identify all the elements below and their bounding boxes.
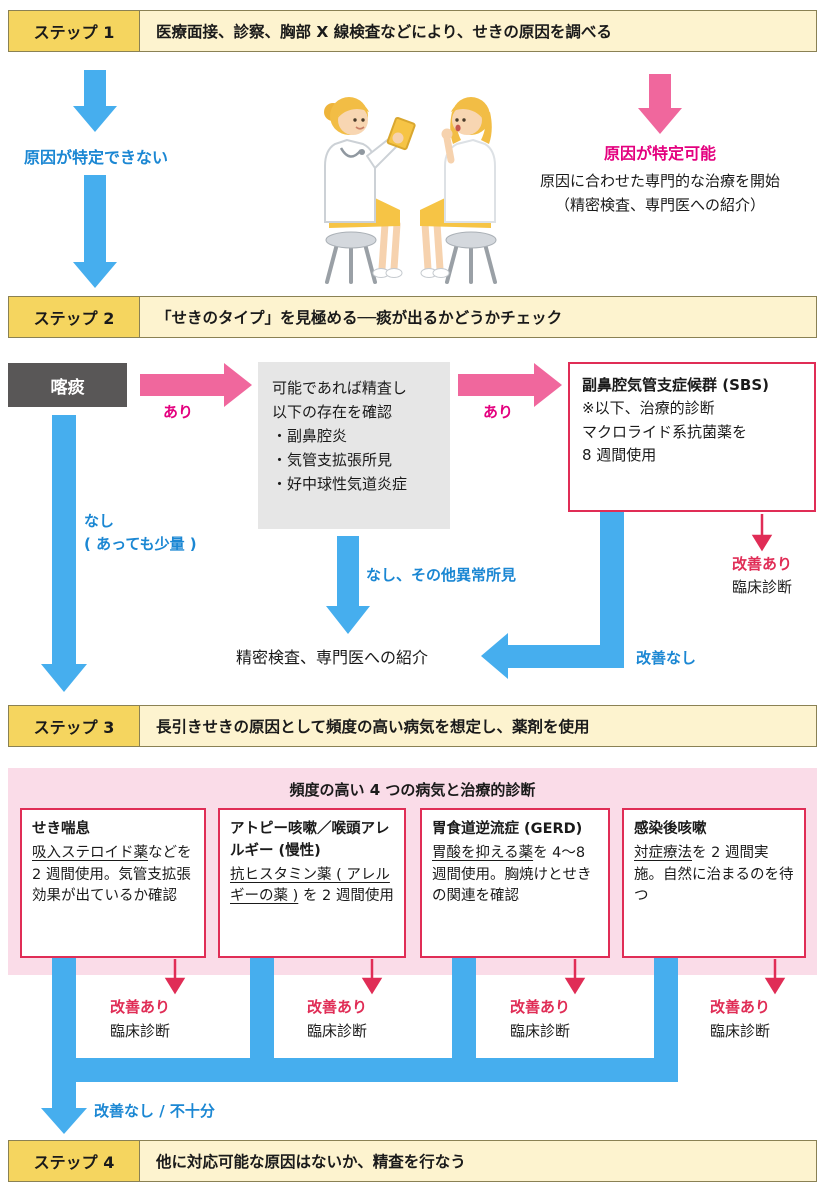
arrow-down-sputum-none <box>41 415 87 692</box>
cause-unknown-label: 原因が特定できない <box>23 148 168 167</box>
sbs-not-improved-label: 改善なし <box>636 649 697 667</box>
disease1-improved-label: 改善あり <box>109 998 170 1016</box>
step3-panel-title: 頻度の高い 4 つの病気と治療的診断 <box>289 781 536 799</box>
disease-body: 対症療法を 2 週間実施。自然に治まるのを待つ <box>634 843 794 908</box>
arrow-right-sputum-yes <box>140 363 252 407</box>
disease-body: 抗ヒスタミン薬 ( アレルギーの薬 ) を 2 週間使用 <box>230 865 394 909</box>
disease-body: 胃酸を抑える薬を 4～8 週間使用。胸焼けとせきの関連を確認 <box>432 843 598 908</box>
exam-line1: 可能であれば精査し <box>272 379 407 397</box>
sputum-no-line1: なし <box>84 512 115 530</box>
step4-text: 他に対応可能な原因はないか、精査を行なう <box>156 1153 466 1171</box>
disease3-improved-label: 改善あり <box>509 998 570 1016</box>
disease-box-postinfectious: 感染後咳嗽 対症療法を 2 週間実施。自然に治まるのを待つ <box>622 808 806 958</box>
sputum-yes-label: あり <box>162 403 193 421</box>
disease1-clinical-label: 臨床診断 <box>109 1022 170 1040</box>
disease-title: アトピー咳嗽／喉頭アレルギー (慢性) <box>230 821 390 859</box>
arrow-elbow-sbs-not-improved <box>481 512 624 679</box>
disease2-clinical-label: 臨床診断 <box>306 1022 367 1040</box>
arrow-down-exam-none <box>326 536 370 634</box>
arrow-down-cause-unknown-2 <box>73 175 117 288</box>
disease-drug: 吸入ステロイド薬 <box>32 844 148 861</box>
sputum-no-label: なし ( あっても少量 ) <box>84 510 197 555</box>
disease-body-rest: を 4～8 週間使用。胸焼けとせきの関連を確認 <box>432 844 592 905</box>
step3-not-improved-label: 改善なし / 不十分 <box>94 1102 215 1120</box>
disease-body-rest: を 2 週間使用 <box>298 888 394 905</box>
sbs-line1: ※以下、治療的診断 <box>582 399 715 418</box>
disease2-improved-label: 改善あり <box>306 998 367 1016</box>
exam-no-label: なし、その他異常所見 <box>366 566 517 584</box>
disease-box-atopic-cough: アトピー咳嗽／喉頭アレルギー (慢性) 抗ヒスタミン薬 ( アレルギーの薬 ) … <box>218 808 406 958</box>
referral-label: 精密検査、専門医への紹介 <box>236 648 429 667</box>
sbs-clinical-label: 臨床診断 <box>731 578 792 596</box>
disease-body-rest: などを 2 週間使用。気管支拡張効果が出ているか確認 <box>32 844 192 905</box>
doctor-stool-seat <box>325 231 377 249</box>
sbs-box: 副鼻腔気管支症候群 (SBS) ※以下、治療的診断 マクロライド系抗菌薬を 8 … <box>568 362 816 512</box>
step1-text: 医療面接、診察、胸部 X 線検査などにより、せきの原因を調べる <box>156 23 612 41</box>
arrow-right-exam-yes <box>458 363 562 407</box>
sputum-no-line2: ( あっても少量 ) <box>84 534 197 553</box>
step2-text: 「せきのタイプ」を見極める──痰が出るかどうかチェック <box>156 309 563 327</box>
arrow-disease3-improved-head <box>564 977 586 995</box>
disease3-clinical-label: 臨床診断 <box>509 1022 570 1040</box>
line-merge-horizontal <box>52 1058 678 1082</box>
disease-box-cough-asthma: せき喘息 吸入ステロイド薬などを 2 週間使用。気管支拡張効果が出ているか確認 <box>20 808 206 958</box>
arrow-sbs-improved-head <box>751 534 773 552</box>
patient-stool-legs <box>445 242 497 284</box>
exam-line2: 以下の存在を確認 <box>272 403 393 421</box>
disease-drug: 対症療法 <box>634 844 692 861</box>
arrow-down-cause-found <box>638 74 682 134</box>
sbs-line3: 8 週間使用 <box>582 445 657 464</box>
disease-box-gerd: 胃食道逆流症 (GERD) 胃酸を抑える薬を 4～8 週間使用。胸焼けとせきの関… <box>420 808 610 958</box>
exam-item1: ・副鼻腔炎 <box>272 427 348 445</box>
exam-item2: ・気管支拡張所見 <box>272 451 393 469</box>
disease-title: せき喘息 <box>32 821 90 837</box>
step3-text: 長引きせきの原因として頻度の高い病気を想定し、薬剤を使用 <box>156 718 590 736</box>
exam-box: 可能であれば精査し 以下の存在を確認 ・副鼻腔炎 ・気管支拡張所見 ・好中球性気… <box>258 362 450 529</box>
sputum-box: 喀痰 <box>8 363 127 407</box>
cause-found-label: 原因が特定可能 <box>603 144 716 163</box>
disease-title: 胃食道逆流症 (GERD) <box>432 821 583 837</box>
disease-body: 吸入ステロイド薬などを 2 週間使用。気管支拡張効果が出ているか確認 <box>32 843 194 908</box>
patient-figure <box>420 97 496 278</box>
doctor-patient-illustration <box>324 97 497 284</box>
doctor-stool-legs <box>325 242 377 284</box>
cause-found-treatment-line1: 原因に合わせた専門的な治療を開始 <box>539 172 780 190</box>
disease-title: 感染後咳嗽 <box>634 821 707 837</box>
step3-bar: ステップ 3 長引きせきの原因として頻度の高い病気を想定し、薬剤を使用 <box>8 705 817 747</box>
disease-drug: 抗ヒスタミン薬 ( アレルギーの薬 ) <box>230 866 390 905</box>
disease-drug: 胃酸を抑える薬 <box>432 844 534 861</box>
disease4-improved-label: 改善あり <box>709 998 770 1016</box>
step1-label: ステップ 1 <box>9 11 140 51</box>
sbs-improved-label: 改善あり <box>731 555 792 573</box>
arrow-down-cause-unknown-1 <box>73 70 117 132</box>
doctor-figure <box>324 97 416 278</box>
disease-body-rest: を 2 週間実施。自然に治まるのを待つ <box>634 844 794 905</box>
cause-found-treatment-line2: （精密検査、専門医への紹介） <box>554 196 765 214</box>
exam-item3: ・好中球性気道炎症 <box>272 475 408 493</box>
patient-stool-seat <box>445 231 497 249</box>
step2-label: ステップ 2 <box>9 297 140 337</box>
arrow-disease4-improved-head <box>764 977 786 995</box>
sbs-line2: マクロライド系抗菌薬を <box>582 422 748 441</box>
step3-label: ステップ 3 <box>9 706 140 746</box>
disease4-clinical-label: 臨床診断 <box>709 1022 770 1040</box>
step1-bar: ステップ 1 医療面接、診察、胸部 X 線検査などにより、せきの原因を調べる <box>8 10 817 52</box>
arrow-disease1-improved-head <box>164 977 186 995</box>
arrow-disease2-improved-head <box>361 977 383 995</box>
step4-label: ステップ 4 <box>9 1141 140 1181</box>
arrow-down-to-step4 <box>41 1082 87 1134</box>
exam-yes-label: あり <box>482 403 513 421</box>
sbs-title: 副鼻腔気管支症候群 (SBS) <box>582 376 769 394</box>
step2-bar: ステップ 2 「せきのタイプ」を見極める──痰が出るかどうかチェック <box>8 296 817 338</box>
step4-bar: ステップ 4 他に対応可能な原因はないか、精査を行なう <box>8 1140 817 1182</box>
